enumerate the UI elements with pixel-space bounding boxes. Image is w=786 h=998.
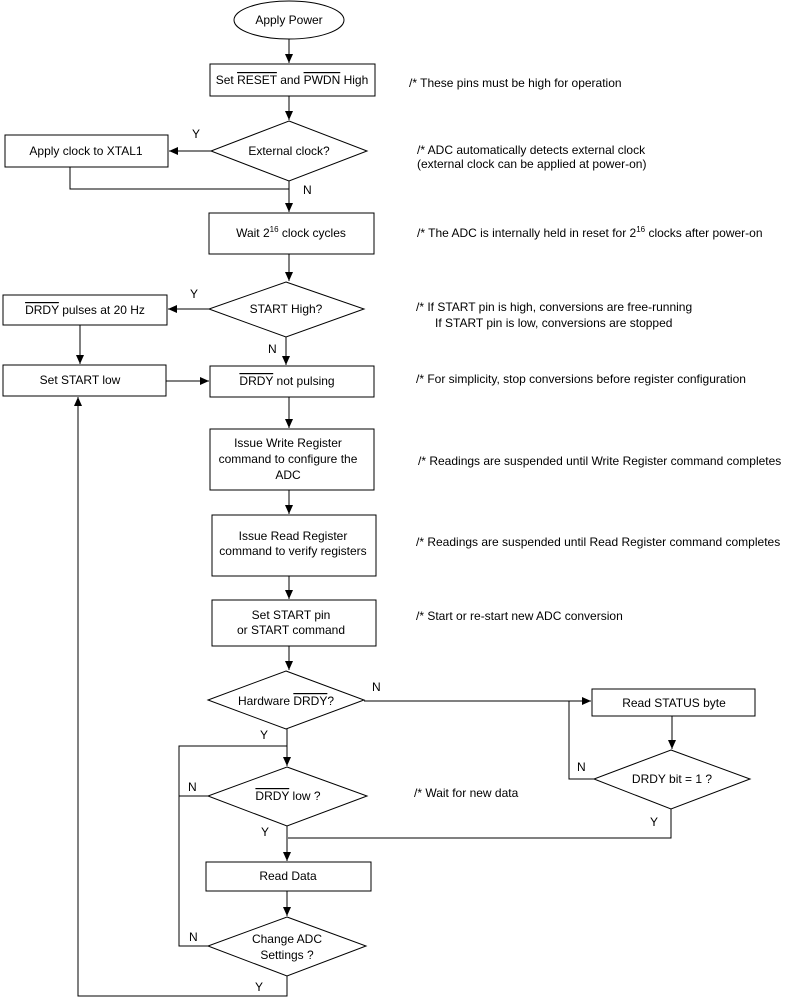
- decision-hardware-drdy-label: Hardware DRDY?: [238, 694, 334, 708]
- line-change-no: [178, 796, 208, 947]
- decision-start-high-label: START High?: [250, 302, 323, 316]
- decision-start-high: START High?: [207, 281, 366, 338]
- decision-change-settings-line-1: Change ADC: [252, 932, 322, 946]
- decision-drdy-low-label: DRDY low ?: [255, 789, 320, 803]
- comment-wait-data: /* Wait for new data: [414, 786, 519, 800]
- comment-start-free-2: If START pin is low, conversions are sto…: [435, 316, 672, 330]
- node-set-start-pin-line-1: Set START pin: [252, 608, 331, 622]
- node-apply-power: Apply Power: [233, 0, 345, 40]
- node-read-register: Issue Read Register command to verify re…: [211, 514, 377, 577]
- node-set-reset-pwdn: Set RESET and PWDN High: [209, 63, 376, 97]
- node-write-register: Issue Write Register command to configur…: [209, 428, 375, 491]
- decision-drdy-bit: DRDY bit = 1 ?: [592, 749, 752, 810]
- node-wait-clock-label: Wait 216 clock cycles: [236, 225, 346, 240]
- label-change-yes: Y: [255, 980, 263, 994]
- comment-start-free-1: /* If START pin is high, conversions are…: [416, 300, 692, 314]
- connectors: [69, 39, 676, 997]
- line-drdybit-no: [568, 701, 594, 780]
- node-drdy-not-pulsing-label: DRDY not pulsing: [239, 374, 334, 388]
- line-drdylow-no: [178, 745, 287, 797]
- line-drdybit-yes: [288, 809, 672, 839]
- line-xtal1-return: [69, 167, 289, 190]
- comment-read-suspend: /* Readings are suspended until Read Reg…: [416, 535, 780, 549]
- node-write-register-line-2: command to configure the: [219, 452, 358, 466]
- label-start-no: N: [268, 342, 277, 356]
- node-apply-clock-label: Apply clock to XTAL1: [29, 144, 142, 158]
- label-ext-clock-no: N: [303, 183, 312, 197]
- node-write-register-line-3: ADC: [275, 468, 301, 482]
- comments: /* These pins must be high for operation…: [409, 76, 781, 800]
- comment-adc-detect-1: /* ADC automatically detects external cl…: [417, 143, 646, 157]
- label-drdy-low-no: N: [188, 780, 197, 794]
- comment-adc-detect-2: (external clock can be applied at power-…: [417, 157, 646, 171]
- decision-drdy-bit-label: DRDY bit = 1 ?: [632, 772, 712, 786]
- node-write-register-line-1: Issue Write Register: [234, 436, 342, 450]
- label-drdy-bit-yes: Y: [650, 815, 658, 829]
- decision-change-settings: Change ADC Settings ?: [206, 916, 368, 977]
- branch-labels: Y N Y N N Y N Y N Y N Y: [188, 127, 658, 994]
- decision-change-settings-line-2: Settings ?: [260, 948, 314, 962]
- decision-external-clock: External clock?: [209, 120, 369, 182]
- arrow-change-yes: [74, 397, 288, 997]
- comment-start-restart: /* Start or re-start new ADC conversion: [416, 609, 623, 623]
- node-read-data-label: Read Data: [259, 869, 317, 883]
- label-hw-drdy-yes: Y: [260, 728, 268, 742]
- decision-external-clock-label: External clock?: [248, 144, 330, 158]
- node-apply-power-label: Apply Power: [255, 13, 322, 27]
- label-hw-drdy-no: N: [372, 680, 381, 694]
- label-ext-clock-yes: Y: [192, 127, 200, 141]
- label-change-no: N: [189, 930, 198, 944]
- comment-simplicity: /* For simplicity, stop conversions befo…: [416, 372, 746, 386]
- node-read-status-byte: Read STATUS byte: [591, 688, 756, 717]
- comment-write-suspend: /* Readings are suspended until Write Re…: [418, 454, 781, 468]
- node-set-start-pin-line-2: or START command: [237, 623, 345, 637]
- node-read-status-label: Read STATUS byte: [622, 696, 726, 710]
- node-read-data: Read Data: [205, 861, 372, 892]
- label-drdy-bit-no: N: [577, 760, 586, 774]
- node-set-reset-pwdn-label: Set RESET and PWDN High: [216, 73, 369, 87]
- node-drdy-pulses-label: DRDY pulses at 20 Hz: [25, 303, 145, 317]
- comment-pins-high: /* These pins must be high for operation: [409, 76, 622, 90]
- node-drdy-not-pulsing: DRDY not pulsing: [209, 365, 375, 398]
- decision-drdy-low: DRDY low ?: [206, 766, 369, 827]
- node-drdy-pulses: DRDY pulses at 20 Hz: [2, 294, 168, 326]
- node-read-register-line-1: Issue Read Register: [239, 529, 348, 543]
- node-set-start-pin: Set START pin or START command: [211, 599, 377, 647]
- node-set-start-low-label: Set START low: [40, 373, 121, 387]
- label-start-yes: Y: [190, 287, 198, 301]
- node-wait-clock-cycles: Wait 216 clock cycles: [208, 212, 375, 255]
- node-set-start-low: Set START low: [2, 364, 167, 397]
- node-apply-clock-xtal1: Apply clock to XTAL1: [4, 134, 169, 168]
- comment-reset-hold: /* The ADC is internally held in reset f…: [417, 225, 763, 240]
- label-drdy-low-yes: Y: [261, 825, 269, 839]
- decision-hardware-drdy: Hardware DRDY?: [206, 670, 366, 730]
- node-read-register-line-2: command to verify registers: [219, 544, 366, 558]
